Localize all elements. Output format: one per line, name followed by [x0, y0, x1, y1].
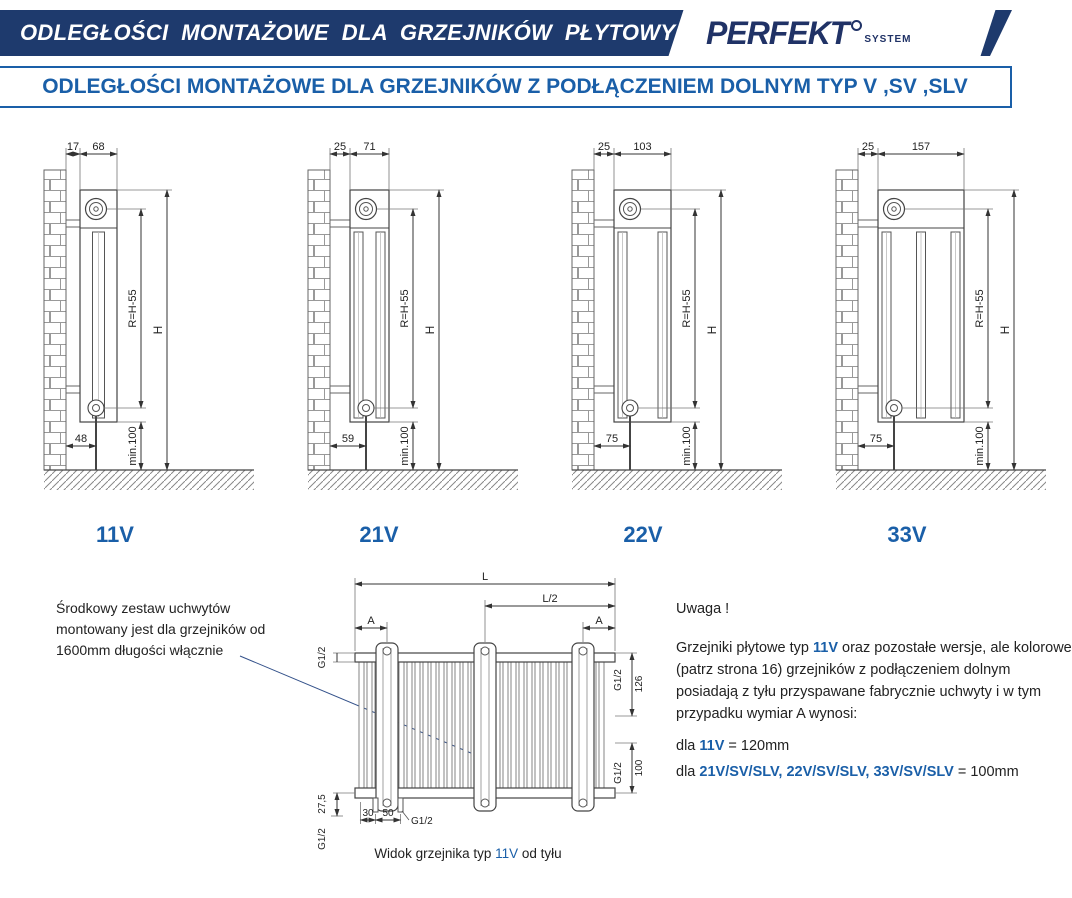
svg-text:59: 59	[342, 433, 354, 445]
note-paragraph: Grzejniki płytowe typ 11V oraz pozostałe…	[676, 640, 1072, 723]
svg-text:G1/2: G1/2	[317, 646, 328, 668]
svg-text:25: 25	[598, 141, 610, 153]
svg-text:A: A	[595, 615, 603, 627]
brand-name: PERFEKT	[706, 14, 849, 51]
svg-text:25: 25	[334, 141, 346, 153]
brand-subname: SYSTEM	[864, 33, 912, 45]
perfekt-logo-inner: PERFEKT SYSTEM	[676, 10, 988, 56]
rear-caption: Widok grzejnika typ 11V od tyłu	[285, 846, 651, 861]
diagram-label-33v: 33V	[887, 522, 927, 547]
svg-text:G1/2: G1/2	[411, 816, 433, 827]
svg-text:71: 71	[363, 141, 375, 153]
svg-text:G1/2: G1/2	[613, 669, 624, 691]
svg-text:R=H-55: R=H-55	[681, 289, 693, 327]
svg-text:G1/2: G1/2	[613, 762, 624, 784]
caption-type: 11V	[495, 846, 519, 861]
svg-text:17: 17	[67, 141, 79, 153]
diagram-11v-drawing: 17 68R=H-55 min.100 H 48	[43, 141, 254, 490]
left-note: Środkowy zestaw uchwytów montowany jest …	[56, 600, 266, 658]
caption-suffix: od tyłu	[518, 846, 562, 861]
svg-text:R=H-55: R=H-55	[127, 289, 139, 327]
svg-text:L: L	[482, 571, 488, 583]
page-title: ODLEGŁOŚCI MONTAŻOWE DLA GRZEJNIKÓW PŁYT…	[20, 20, 708, 45]
svg-text:48: 48	[75, 433, 87, 445]
svg-text:H: H	[998, 326, 1012, 335]
title-banner: ODLEGŁOŚCI MONTAŻOWE DLA GRZEJNIKÓW PŁYT…	[0, 10, 1012, 56]
svg-text:L/2: L/2	[542, 593, 557, 605]
caption-prefix: Widok grzejnika typ	[374, 846, 496, 861]
svg-text:min.100: min.100	[127, 426, 139, 465]
note-title: Uwaga !	[676, 601, 730, 617]
svg-text:100: 100	[634, 759, 645, 776]
bottom-section: Środkowy zestaw uchwytów montowany jest …	[0, 556, 1072, 898]
right-note: Uwaga ! Grzejniki płytowe typ 11V oraz p…	[676, 598, 1072, 787]
svg-text:75: 75	[606, 433, 618, 445]
subtitle-banner: ODLEGŁOŚCI MONTAŻOWE DLA GRZEJNIKÓW Z PO…	[0, 66, 1012, 108]
svg-text:min.100: min.100	[974, 426, 986, 465]
svg-text:50: 50	[382, 808, 394, 819]
svg-text:min.100: min.100	[681, 426, 693, 465]
svg-text:126: 126	[634, 675, 645, 692]
svg-text:H: H	[423, 326, 437, 335]
note-line-other: dla 21V/SV/SLV, 22V/SV/SLV, 33V/SV/SLV =…	[676, 764, 1019, 781]
svg-text:27,5: 27,5	[317, 794, 328, 814]
diagram-label-21v: 21V	[359, 522, 399, 547]
brand-mark-icon	[851, 20, 862, 31]
diagram-label-11v: 11V	[96, 522, 134, 547]
svg-text:30: 30	[362, 808, 374, 819]
svg-text:H: H	[705, 326, 719, 335]
svg-text:R=H-55: R=H-55	[399, 289, 411, 327]
svg-text:H: H	[151, 326, 165, 335]
note-line-11v: dla 11V = 120mm	[676, 738, 790, 755]
svg-text:103: 103	[633, 141, 651, 153]
svg-text:min.100: min.100	[399, 426, 411, 465]
svg-text:68: 68	[92, 141, 104, 153]
subtitle: ODLEGŁOŚCI MONTAŻOWE DLA GRZEJNIKÓW Z PO…	[42, 75, 968, 98]
svg-text:R=H-55: R=H-55	[974, 289, 986, 327]
svg-text:A: A	[367, 615, 375, 627]
svg-text:25: 25	[862, 141, 874, 153]
diagram-21v-drawing: 25 71R=H-55 min.100 H 59	[307, 141, 518, 490]
svg-text:157: 157	[912, 141, 930, 153]
svg-text:75: 75	[870, 433, 882, 445]
svg-text:G1/2: G1/2	[317, 828, 328, 850]
diagram-label-22v: 22V	[623, 522, 663, 547]
perfekt-logo: PERFEKT SYSTEM	[669, 10, 996, 56]
